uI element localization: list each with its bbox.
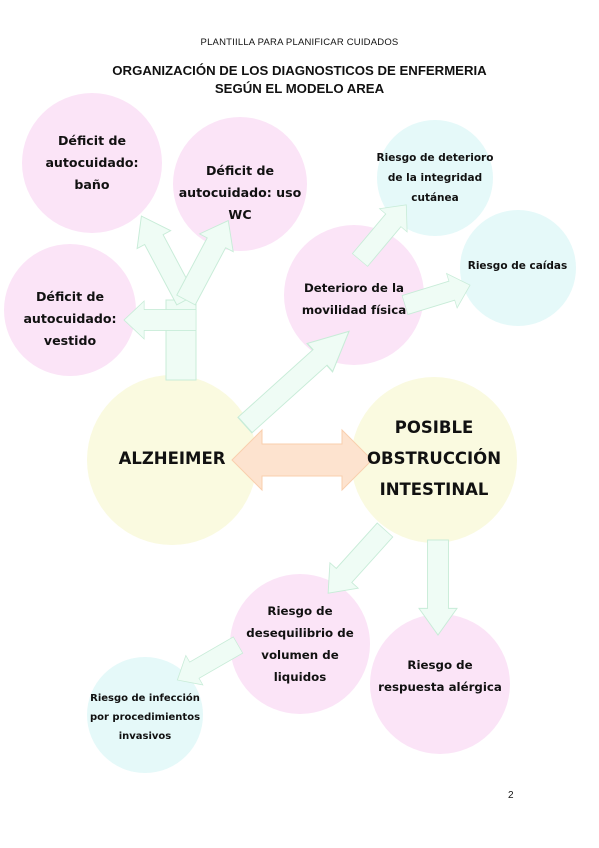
label-riesgo-liquidos: Riesgo de desequilibrio de volumen de li… — [246, 604, 354, 684]
label-deficit-wc: Déficit de autocuidado: uso WC — [178, 163, 302, 222]
page-title: ORGANIZACIÓN DE LOS DIAGNOSTICOS DE ENFE… — [0, 62, 599, 98]
label-riesgo-caidas: Riesgo de caídas — [467, 260, 568, 272]
label-deterioro-movilidad: Deterioro de la movilidad física — [301, 281, 407, 317]
circle-riesgo-caidas — [460, 210, 576, 326]
label-alzheimer: ALZHEIMER — [118, 449, 226, 468]
label-riesgo-alergica: Riesgo de respuesta alérgica — [378, 658, 502, 694]
circle-riesgo-liquidos — [230, 574, 370, 714]
label-deficit-bano: Déficit de autocuidado: baño — [45, 133, 139, 192]
circle-alzheimer — [87, 375, 257, 545]
circle-deterioro-movilidad — [284, 225, 424, 365]
connector-arrows — [123, 192, 476, 696]
page-header: PLANTIILLA PARA PLANIFICAR CUIDADOS — [200, 37, 399, 48]
title-line-1: ORGANIZACIÓN DE LOS DIAGNOSTICOS DE ENFE… — [112, 63, 487, 78]
label-riesgo-integridad: Riesgo de deterioro de la integridad cut… — [376, 152, 494, 204]
circle-deficit-wc — [173, 117, 307, 251]
circle-riesgo-infeccion — [87, 657, 203, 773]
title-line-2: SEGÚN EL MODELO AREA — [214, 81, 385, 96]
label-riesgo-infeccion: Riesgo de infección por procedimientos i… — [89, 693, 201, 742]
circle-deficit-bano — [22, 93, 162, 233]
circle-obstruccion — [351, 377, 517, 543]
label-obstruccion: POSIBLE OBSTRUCCIÓN INTESTINAL — [366, 418, 502, 499]
circle-deficit-vestido — [4, 244, 136, 376]
double-arrow-alzheimer-obstruccion — [231, 428, 373, 492]
circle-riesgo-alergica — [370, 614, 510, 754]
label-deficit-vestido: Déficit de autocuidado: vestido — [23, 289, 117, 348]
page-number: 2 — [508, 790, 514, 801]
